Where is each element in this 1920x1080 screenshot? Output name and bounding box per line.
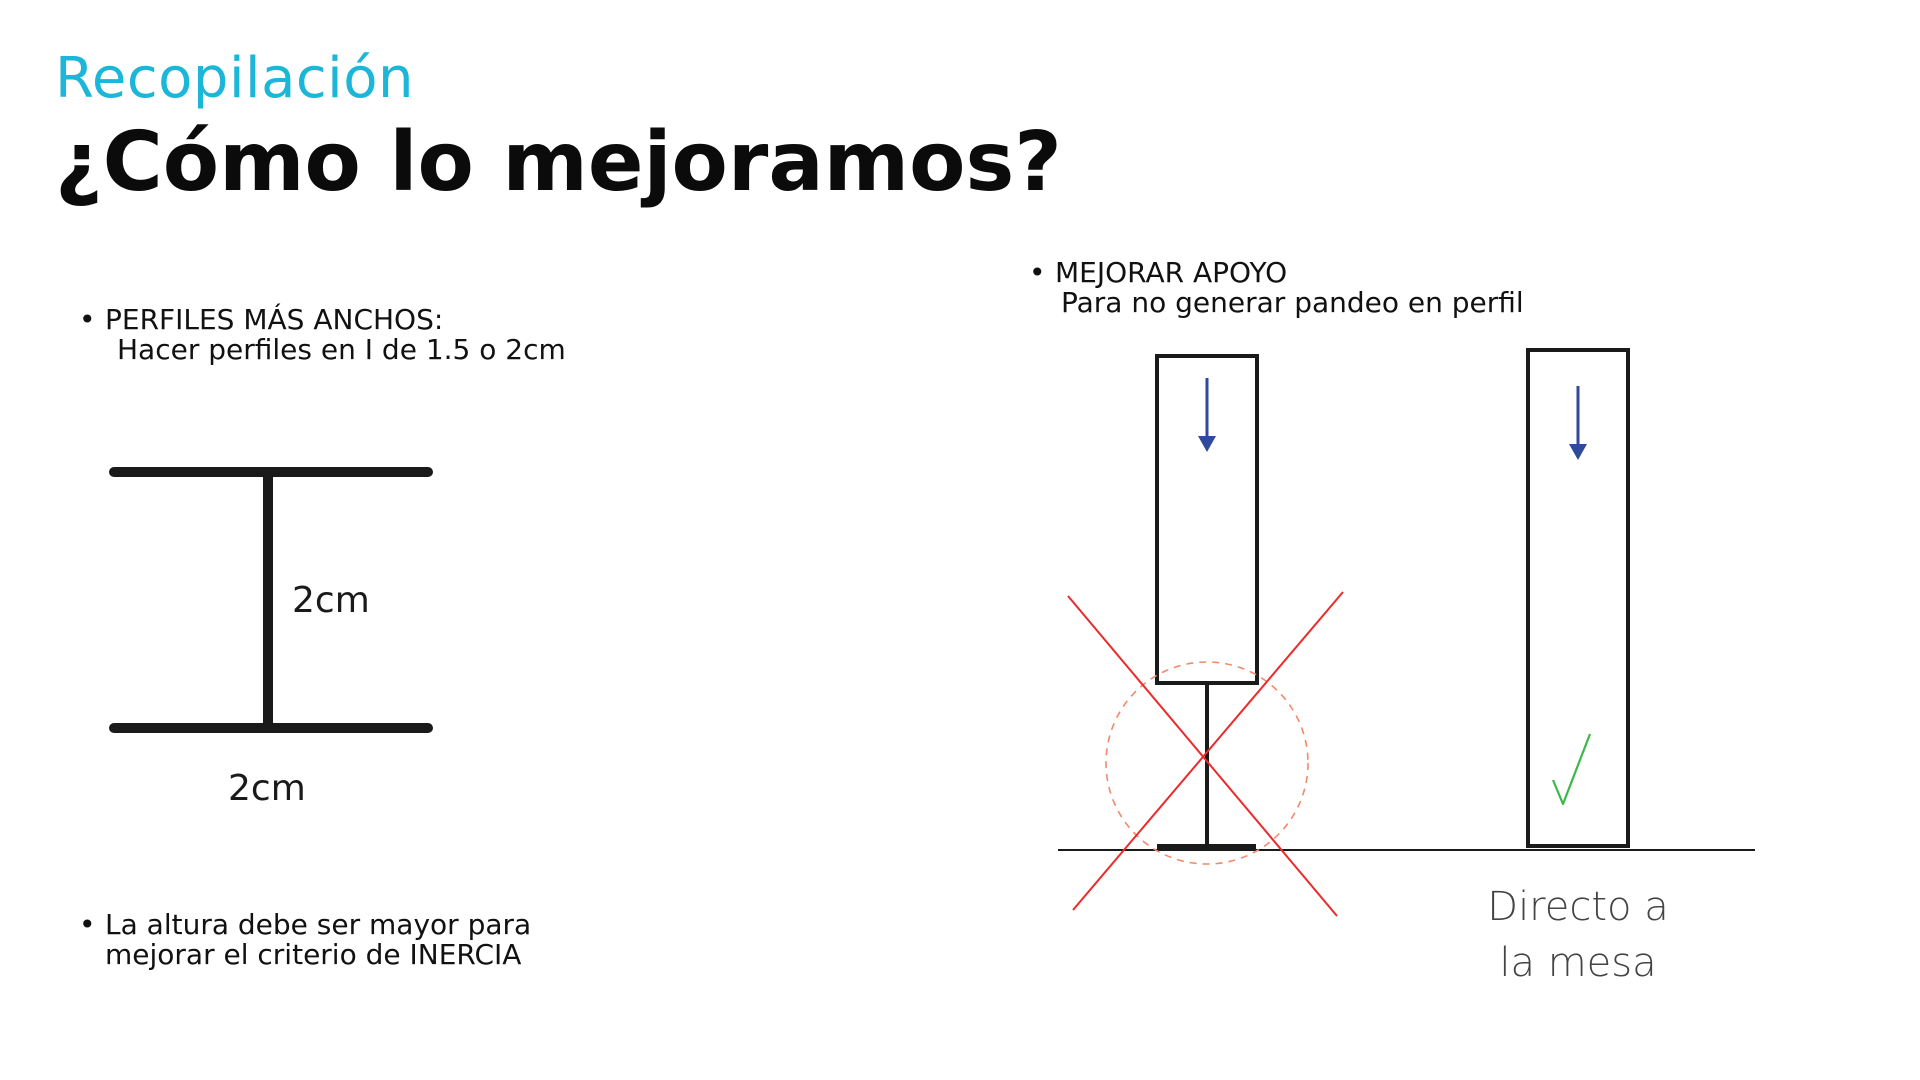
bullet-marker: • [79,908,96,941]
i-profile-width-label: 2cm [228,768,306,809]
slide-subtitle: Recopilación [55,46,414,111]
correct-support-diagram: Directo a la mesa [1487,348,1669,986]
bullet-line-2: mejorar el criterio de INERCIA [105,938,522,971]
highlight-circle [1105,661,1309,865]
bullet-mejorar-apoyo: • MEJORAR APOYO Para no generar pandeo e… [1029,256,1524,319]
profile-column-right [1526,348,1630,848]
bullet-marker: • [79,303,96,336]
support-caption-line-1: Directo a [1487,884,1668,930]
bullet-altura-inercia: • La altura debe ser mayor para mejorar … [79,908,532,971]
i-profile-diagram: 2cm 2cm [109,467,433,809]
bullet-perfiles-mas-anchos: • PERFILES MÁS ANCHOS: Hacer perfiles en… [79,303,566,366]
bullet-line-1: La altura debe ser mayor para [105,908,532,941]
slide-title: ¿Cómo lo mejoramos? [55,115,1062,210]
bullet-detail: Hacer perfiles en I de 1.5 o 2cm [117,333,566,366]
down-arrow-icon [1198,378,1216,452]
bullet-marker: • [1029,256,1046,289]
bullet-heading: PERFILES MÁS ANCHOS: [105,303,444,336]
i-profile-height-label: 2cm [292,580,370,621]
down-arrow-icon [1569,386,1587,460]
green-checkmark-icon [1551,733,1592,806]
bullet-heading: MEJORAR APOYO [1055,256,1288,289]
red-x-icon [1067,591,1344,917]
support-caption-line-2: la mesa [1499,940,1656,986]
bullet-detail: Para no generar pandeo en perfil [1061,286,1524,319]
incorrect-support-diagram [1067,354,1344,917]
